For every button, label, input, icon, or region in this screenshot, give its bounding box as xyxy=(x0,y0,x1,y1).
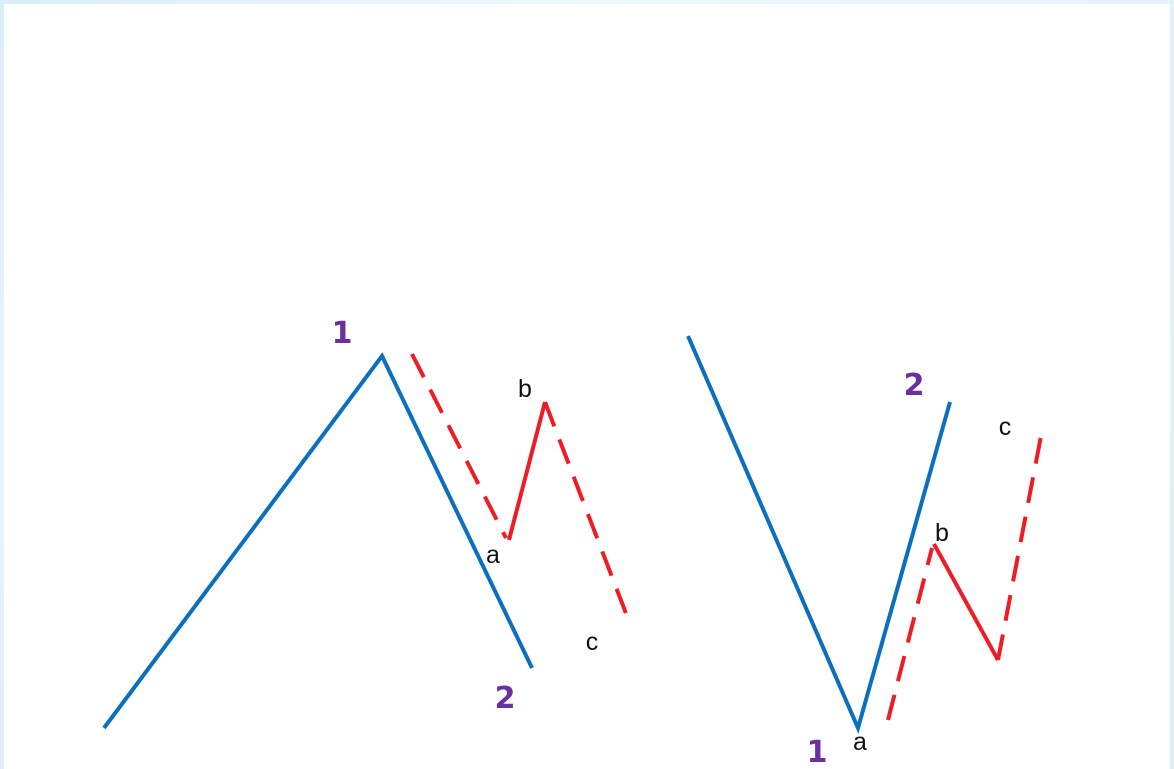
left-wave-2-label: 2 xyxy=(495,681,516,716)
left-impulse-wave-line xyxy=(102,352,534,730)
left-sub-b-label: b xyxy=(518,375,532,403)
top-edge-tint xyxy=(0,0,1174,4)
left-sub-a-label: a xyxy=(486,541,500,569)
right-impulse-wave-line xyxy=(686,335,952,734)
left-wave-1-label: 1 xyxy=(332,316,353,351)
right-wave-a-dashed xyxy=(886,547,934,721)
right-edge-tint xyxy=(1170,0,1174,769)
left-wave-b-solid xyxy=(507,401,547,541)
right-wave-c-dashed xyxy=(996,435,1043,661)
right-wave-2-label: 2 xyxy=(904,368,925,403)
right-pattern: 1 2 a b c xyxy=(686,335,1043,769)
left-edge-tint xyxy=(0,0,4,769)
right-wave-1-label: 1 xyxy=(807,735,828,769)
left-wave-c-dashed xyxy=(543,401,629,617)
right-sub-b-label: b xyxy=(935,519,949,547)
right-sub-a-label: a xyxy=(853,728,867,756)
left-sub-c-label: c xyxy=(586,628,599,656)
left-wave-a-dashed xyxy=(410,353,508,539)
left-pattern: 1 2 a b c xyxy=(102,316,629,730)
right-sub-c-label: c xyxy=(999,413,1012,441)
right-wave-b-solid xyxy=(932,543,1000,661)
